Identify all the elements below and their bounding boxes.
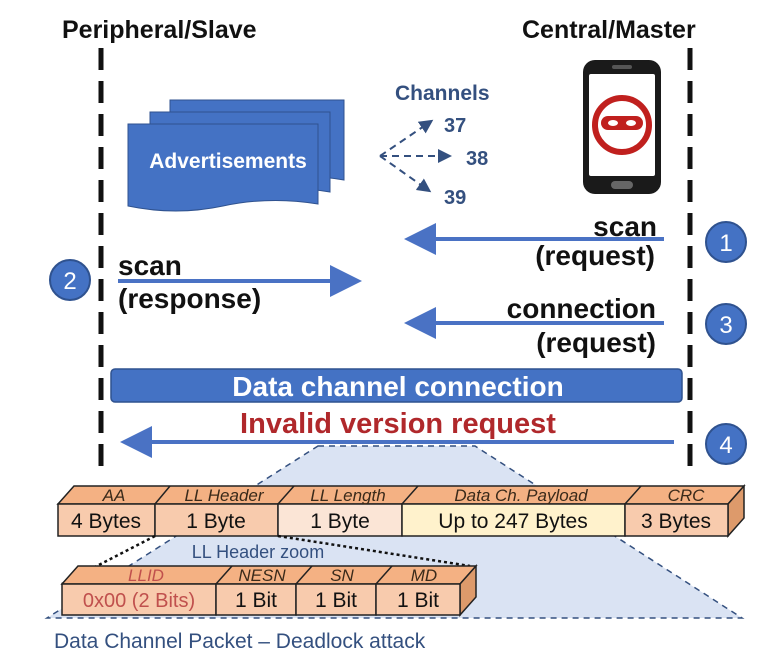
zoom-line-right bbox=[277, 534, 471, 568]
ll-length-label: LL Length bbox=[310, 486, 385, 505]
channels-title: Channels bbox=[395, 82, 490, 105]
step1-line2: (request) bbox=[535, 240, 655, 271]
step3-badge: 3 bbox=[705, 303, 747, 345]
ll-header-value: 1 Byte bbox=[186, 510, 246, 533]
header-field-sn bbox=[295, 583, 377, 616]
nesn-value: 1 Bit bbox=[235, 589, 277, 612]
step3-line1: connection bbox=[507, 293, 656, 324]
packet-field-ll-length bbox=[277, 503, 403, 537]
advertisements-stack: Advertisements bbox=[127, 99, 345, 212]
step3-line2: (request) bbox=[536, 327, 656, 358]
channel-arrows bbox=[379, 119, 452, 193]
step2-line1: scan bbox=[118, 250, 182, 281]
payload-value: Up to 247 Bytes bbox=[438, 510, 587, 533]
data-channel-bar bbox=[110, 368, 683, 403]
svg-text:1: 1 bbox=[719, 230, 732, 257]
svg-text:2: 2 bbox=[63, 268, 76, 295]
robber-mask-icon bbox=[592, 95, 652, 155]
aa-label: AA bbox=[102, 486, 126, 505]
svg-text:3: 3 bbox=[719, 312, 732, 339]
invalid-version-label: Invalid version request bbox=[240, 408, 556, 440]
aa-value: 4 Bytes bbox=[71, 510, 141, 533]
md-value: 1 Bit bbox=[397, 589, 439, 612]
peripheral-header: Peripheral/Slave bbox=[62, 16, 257, 44]
step4-badge: 4 bbox=[705, 423, 747, 465]
channel-39: 39 bbox=[444, 187, 466, 209]
central-header: Central/Master bbox=[522, 16, 696, 44]
step2-badge: 2 bbox=[49, 259, 91, 301]
packet-field-payload bbox=[401, 503, 626, 537]
crc-value: 3 Bytes bbox=[641, 510, 711, 533]
ll-header-label: LL Header bbox=[184, 486, 264, 505]
zoom-label: LL Header zoom bbox=[192, 542, 324, 562]
phone-icon bbox=[583, 60, 661, 194]
sn-value: 1 Bit bbox=[315, 589, 357, 612]
svg-text:4: 4 bbox=[719, 432, 732, 459]
step1-badge: 1 bbox=[705, 221, 747, 263]
ll-length-value: 1 Byte bbox=[310, 510, 370, 533]
sn-label: SN bbox=[330, 566, 354, 585]
header-field-md bbox=[375, 583, 461, 616]
advertisements-label: Advertisements bbox=[149, 150, 307, 173]
md-label: MD bbox=[411, 566, 437, 585]
payload-label: Data Ch. Payload bbox=[454, 486, 588, 505]
ll-header-packet: LLID NESN SN MD 0x00 (2 Bits) 1 Bit 1 Bi… bbox=[60, 564, 478, 617]
data-packet: AA LL Header LL Length Data Ch. Payload … bbox=[56, 484, 746, 538]
channel-37: 37 bbox=[444, 115, 466, 137]
llid-value: 0x00 (2 Bits) bbox=[83, 590, 195, 612]
step1-line1: scan bbox=[593, 211, 657, 242]
caption: Data Channel Packet – Deadlock attack bbox=[54, 630, 426, 653]
llid-label: LLID bbox=[128, 566, 164, 585]
packet-field-crc bbox=[624, 503, 729, 537]
data-channel-label: Data channel connection bbox=[232, 371, 563, 402]
channel-38: 38 bbox=[466, 148, 488, 170]
header-field-nesn bbox=[215, 583, 297, 616]
crc-label: CRC bbox=[668, 486, 706, 505]
nesn-label: NESN bbox=[238, 566, 286, 585]
step2-line2: (response) bbox=[118, 283, 261, 314]
